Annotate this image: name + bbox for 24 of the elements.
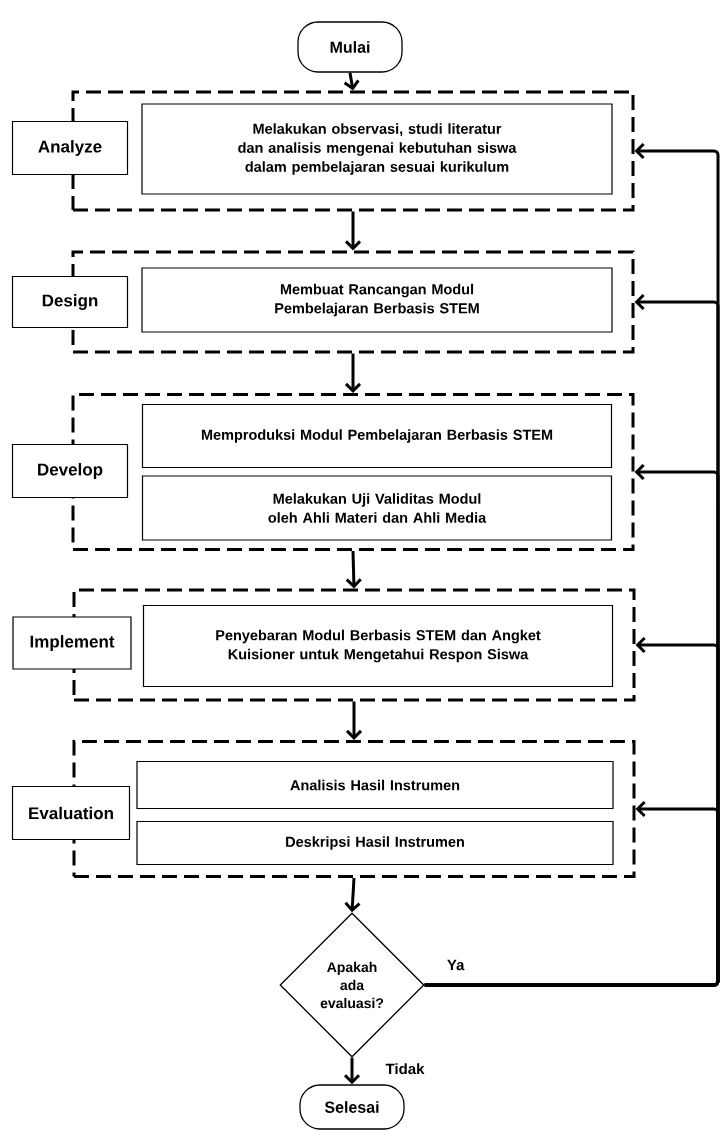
terminal-box: Mulai xyxy=(297,21,403,73)
process-box: Melakukan Uji Validitas Modul oleh Ahli Materi dan Ahli Media xyxy=(141,475,613,541)
process-box: Analisis Hasil Instrumen xyxy=(136,760,614,810)
arrow xyxy=(343,1057,361,1085)
process-box: Memproduksi Modul Pembelajaran Berbasis STEM xyxy=(141,403,613,469)
arrow xyxy=(345,701,363,740)
phase-label: Design xyxy=(11,275,129,329)
arrow xyxy=(344,353,362,393)
phase-label: Develop xyxy=(11,443,129,499)
arrow xyxy=(343,72,360,91)
arrow xyxy=(345,550,362,589)
process-box: Membuat Rancangan Modul Pembelajaran Berbasis STEM xyxy=(141,267,613,333)
process-box: Penyebaran Modul Berbasis STEM dan Angket Kuisioner untuk Mengetahui Respon Siswa xyxy=(142,604,614,688)
phase-label: Analyze xyxy=(11,120,129,176)
arrow xyxy=(344,211,362,251)
phase-label: Implement xyxy=(12,616,132,670)
edge-label: Tidak xyxy=(384,1062,426,1076)
arrow xyxy=(424,800,720,987)
terminal-box: Selesai xyxy=(299,1084,405,1130)
process-box: Melakukan observasi, studi literatur dan analisis mengenai kebutuhan siswa dalam pembelajaran sesuai kurikulum xyxy=(141,103,613,195)
phase-label: Evaluation xyxy=(11,785,131,841)
edge-label: Ya xyxy=(445,958,466,972)
process-box: Deskripsi Hasil Instrumen xyxy=(136,820,614,866)
arrow xyxy=(344,877,361,913)
